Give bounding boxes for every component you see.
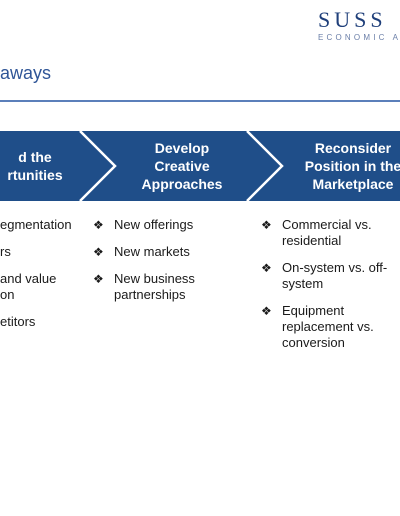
list-item: ❖ New markets [93,244,190,259]
diamond-bullet-icon: ❖ [261,304,272,318]
bullet-list-col-1: egmentation rs and value on etitors [0,217,90,341]
diamond-bullet-icon: ❖ [261,261,272,275]
chevron-band-background [0,131,400,201]
chevron-step-3-line-3: Marketplace [312,176,394,192]
chevron-step-2-label: Develop Creative Approaches [122,139,242,193]
chevron-divider-2 [246,131,284,201]
chevron-step-1-line-1: d the [18,149,52,165]
list-item: egmentation [0,217,72,232]
list-item: and value on [0,271,57,302]
list-item: ❖ Equipment replacement vs. conversion [261,303,374,350]
diamond-bullet-icon: ❖ [93,218,104,232]
chevron-step-3-line-2: Position in the [304,158,400,174]
chevron-step-1-line-2: rtunities [7,167,63,183]
diamond-bullet-icon: ❖ [93,245,104,259]
diamond-bullet-icon: ❖ [93,272,104,286]
list-item: ❖ New business partnerships [93,271,195,302]
chevron-divider-1 [79,131,117,201]
process-chevron-band [0,131,400,201]
list-item: rs [0,244,11,259]
list-item: etitors [0,314,36,329]
bullet-list-col-3: ❖ Commercial vs. residential ❖ On-system… [261,217,400,362]
list-item: ❖ Commercial vs. residential [261,217,372,248]
chevron-step-2-line-2: Creative [154,158,210,174]
diamond-bullet-icon: ❖ [261,218,272,232]
list-item: ❖ On-system vs. off- system [261,260,388,291]
chevron-step-2-line-3: Approaches [141,176,223,192]
chevron-step-1-label: d the rtunities [0,148,85,184]
bullet-list-col-2: ❖ New offerings ❖ New markets ❖ New busi… [93,217,243,314]
logo-tagline: ECONOMIC A [318,33,400,42]
chevron-step-2-line-1: Develop [154,140,210,156]
company-logo: SUSS ECONOMIC A [318,8,400,43]
slide-title: aways [0,63,52,83]
logo-wordmark: SUSS [318,7,387,32]
title-divider [0,100,400,102]
list-item: ❖ New offerings [93,217,194,232]
chevron-step-3-line-1: Reconsider [314,140,392,156]
chevron-step-3-label: Reconsider Position in the Marketplace [288,139,400,193]
